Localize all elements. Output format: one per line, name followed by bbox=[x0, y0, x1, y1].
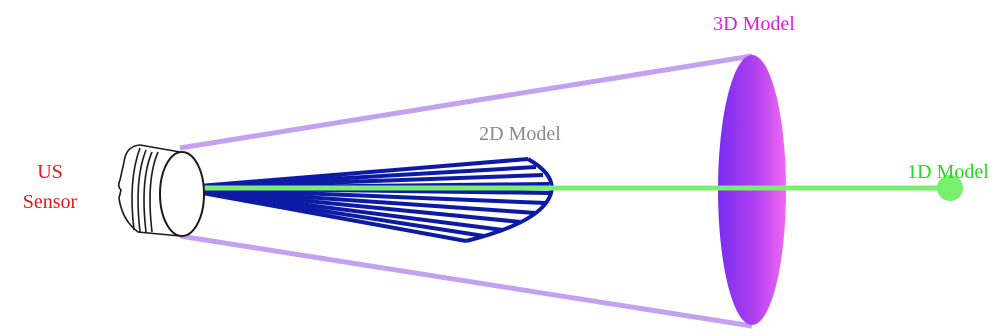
model-2d-fan bbox=[174, 157, 554, 243]
ultrasound-sensor-icon bbox=[117, 144, 205, 237]
model-2d-label: 2D Model bbox=[479, 123, 561, 145]
sensor-label-line1: US bbox=[37, 161, 63, 183]
model-3d-label: 3D Model bbox=[713, 13, 795, 35]
model-1d-label: 1D Model bbox=[907, 161, 989, 183]
cone-edge-top bbox=[179, 53, 753, 151]
sensor-label-line2: Sensor bbox=[23, 191, 78, 213]
dot-marker-icon bbox=[937, 175, 963, 201]
cone-edge-bottom bbox=[179, 233, 753, 329]
